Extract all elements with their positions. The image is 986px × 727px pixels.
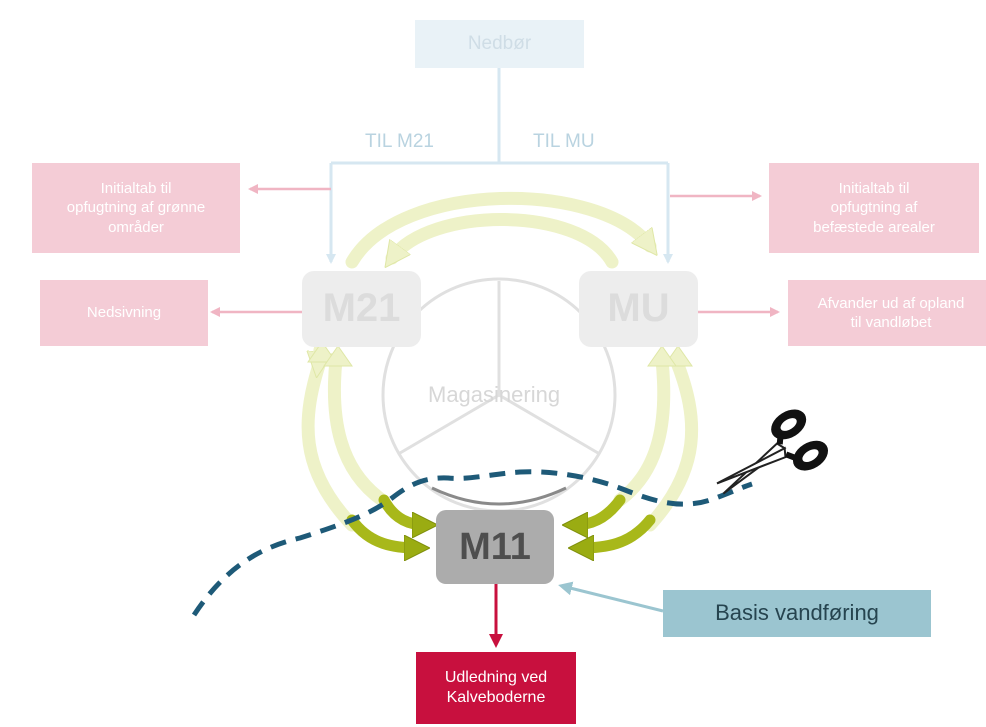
scissors-icon bbox=[716, 409, 829, 495]
outlet-box: Udledning ved Kalveboderne bbox=[416, 652, 576, 724]
infiltration-box: Nedsivning bbox=[40, 280, 208, 346]
baseflow-arrow bbox=[558, 581, 664, 613]
storage-label: Magasinering bbox=[428, 382, 561, 407]
precipitation-box: Nedbør bbox=[415, 20, 584, 68]
initial-loss-green-areas-text: Initialtab til opfugtning af grønne områ… bbox=[66, 180, 206, 236]
m11-reservoir: M11 bbox=[436, 510, 554, 584]
precipitation-lines bbox=[326, 68, 673, 264]
drainage-out-text: Afvander ud af opland til vandløbet bbox=[817, 294, 965, 331]
exchange-arrows-dark bbox=[346, 494, 656, 548]
cut-line bbox=[191, 469, 753, 617]
initial-loss-paved-areas-text: Initialtab til opfugtning af befæstede a… bbox=[813, 180, 935, 236]
exchange-arrows-pale-heads bbox=[307, 341, 693, 367]
label-to-mu: TIL MU bbox=[533, 131, 595, 152]
label-to-m21: TIL M21 bbox=[365, 131, 434, 152]
mu-reservoir: MU bbox=[579, 271, 698, 347]
loss-arrows bbox=[210, 184, 780, 317]
initial-loss-green-areas-box: Initialtab til opfugtning af grønne områ… bbox=[32, 163, 240, 253]
drainage-out-box: Afvander ud af opland til vandløbet bbox=[788, 280, 986, 346]
base-flow-box: Basis vandføring bbox=[663, 590, 931, 637]
initial-loss-paved-areas-box: Initialtab til opfugtning af befæstede a… bbox=[769, 163, 979, 253]
outlet-text: Udledning ved Kalveboderne bbox=[444, 668, 548, 706]
m21-reservoir: M21 bbox=[302, 271, 421, 347]
storage-circle-bottom bbox=[431, 486, 567, 506]
exchange-arrows-pale bbox=[301, 191, 699, 532]
